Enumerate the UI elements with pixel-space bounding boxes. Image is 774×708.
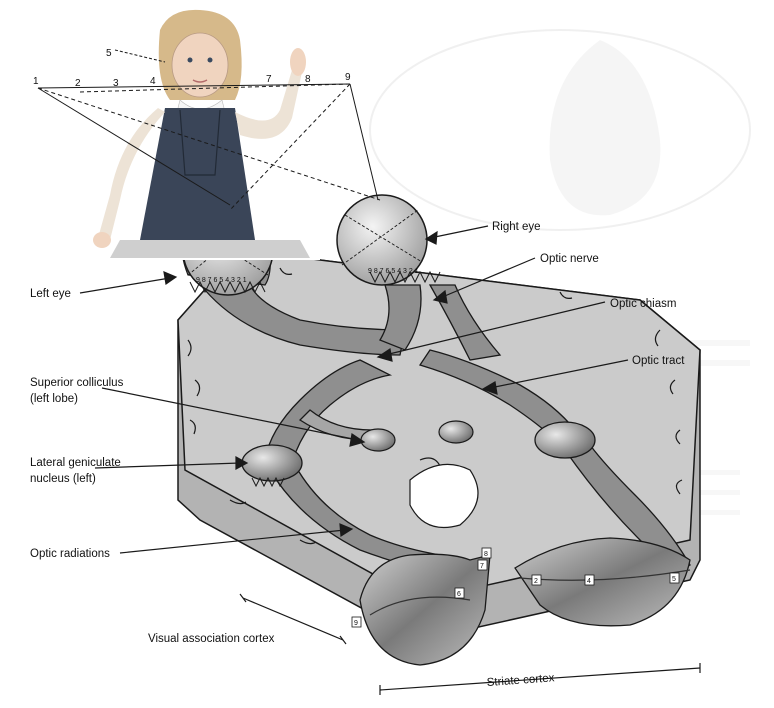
label-superior-colliculus: Superior colliculus <box>30 377 124 389</box>
right-eye: 9 8 7 6 5 4 3 2 1 <box>337 195 440 285</box>
field-number-4: 4 <box>150 76 156 87</box>
label-visual-association-cortex: Visual association cortex <box>148 633 275 645</box>
svg-text:8: 8 <box>484 551 488 558</box>
label-optic-chiasm: Optic chiasm <box>610 298 676 310</box>
label-optic-radiations: Optic radiations <box>30 548 110 560</box>
svg-text:9 8 7 6 5 4 3 2 1: 9 8 7 6 5 4 3 2 1 <box>196 277 247 284</box>
label-lgn-side: nucleus (left) <box>30 473 96 485</box>
label-left-eye: Left eye <box>30 288 71 300</box>
label-striate-cortex: Striate cortex <box>486 672 555 689</box>
svg-text:9 8 7 6 5 4 3 2 1: 9 8 7 6 5 4 3 2 1 <box>368 268 419 275</box>
field-number-3: 3 <box>113 78 119 89</box>
label-optic-tract: Optic tract <box>632 355 685 367</box>
svg-text:7: 7 <box>480 563 484 570</box>
field-number-8: 8 <box>305 74 311 85</box>
field-number-2: 2 <box>75 78 81 89</box>
svg-text:9: 9 <box>354 620 358 627</box>
field-number-1: 1 <box>33 76 39 87</box>
child-photo <box>93 8 320 260</box>
svg-text:6: 6 <box>457 591 461 598</box>
field-number-9: 9 <box>345 72 351 83</box>
label-lgn: Lateral geniculate <box>30 457 121 469</box>
label-right-eye: Right eye <box>492 221 541 233</box>
label-superior-colliculus-lobe: (left lobe) <box>30 393 78 405</box>
field-number-7: 7 <box>266 74 272 85</box>
label-optic-nerve: Optic nerve <box>540 253 599 265</box>
svg-text:4: 4 <box>587 578 591 585</box>
svg-text:5: 5 <box>672 576 676 583</box>
lgn-right <box>535 422 595 458</box>
field-number-5: 5 <box>106 48 112 59</box>
svg-text:2: 2 <box>534 578 538 585</box>
